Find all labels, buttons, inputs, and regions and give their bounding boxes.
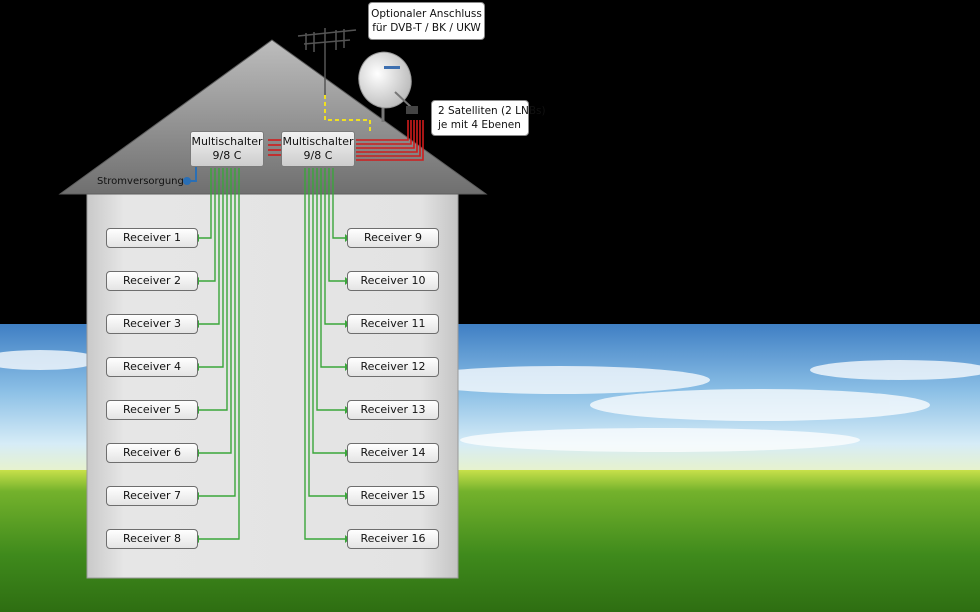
receiver-cables — [199, 168, 347, 540]
callout-terrestrial: Optionaler Anschluss für DVB-T / BK / UK… — [368, 2, 485, 40]
callout-satellites: 2 Satelliten (2 LNBs) je mit 4 Ebenen — [431, 100, 546, 136]
receiver-10: Receiver 10 — [347, 271, 439, 291]
multiswitch-right-model: 9/8 C — [303, 149, 333, 162]
callout-satellites-line2: je mit 4 Ebenen — [438, 119, 521, 131]
receiver-11: Receiver 11 — [347, 314, 439, 334]
receiver-15: Receiver 15 — [347, 486, 439, 506]
receiver-9: Receiver 9 — [347, 228, 439, 248]
multiswitch-left-model: 9/8 C — [212, 149, 242, 162]
receiver-16: Receiver 16 — [347, 529, 439, 549]
receiver-1: Receiver 1 — [106, 228, 198, 248]
receiver-6: Receiver 6 — [106, 443, 198, 463]
roof — [58, 39, 488, 195]
receiver-12: Receiver 12 — [347, 357, 439, 377]
terrestrial-antenna-icon — [297, 28, 357, 95]
power-cable — [183, 160, 197, 185]
callout-terrestrial-line2: für DVB-T / BK / UKW — [372, 22, 481, 34]
receiver-3: Receiver 3 — [106, 314, 198, 334]
multiswitch-right: Multischalter 9/8 C — [281, 131, 355, 167]
clouds — [0, 350, 980, 452]
receiver-13: Receiver 13 — [347, 400, 439, 420]
receiver-14: Receiver 14 — [347, 443, 439, 463]
receiver-5: Receiver 5 — [106, 400, 198, 420]
power-supply-label: Stromversorgung — [97, 176, 184, 187]
receiver-7: Receiver 7 — [106, 486, 198, 506]
callout-terrestrial-line1: Optionaler Anschluss — [371, 8, 482, 20]
multiswitch-left: Multischalter 9/8 C — [190, 131, 264, 167]
receiver-8: Receiver 8 — [106, 529, 198, 549]
receiver-2: Receiver 2 — [106, 271, 198, 291]
callout-satellites-line1: 2 Satelliten (2 LNBs) — [438, 105, 546, 117]
satellite-dish-icon — [358, 51, 418, 122]
terrestrial-cable — [324, 95, 371, 134]
multiswitch-left-name: Multischalter — [191, 135, 263, 148]
receiver-4: Receiver 4 — [106, 357, 198, 377]
multiswitch-right-name: Multischalter — [282, 135, 354, 148]
satellite-cables — [268, 120, 424, 161]
house-wall — [86, 191, 459, 579]
